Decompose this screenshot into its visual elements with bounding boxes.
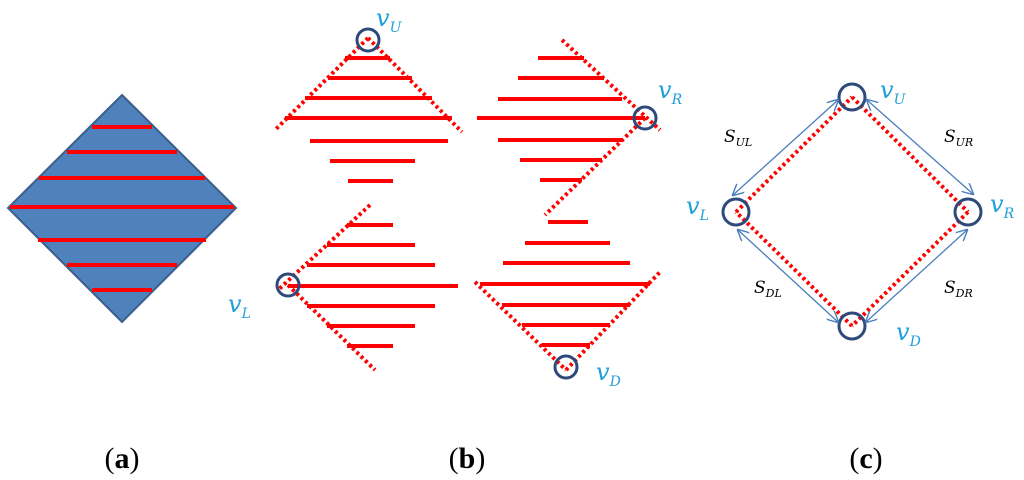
dotted-edge (850, 210, 970, 328)
double-arrow-dl (738, 230, 838, 322)
vertex-circle-left (275, 272, 301, 298)
side-label-ul: SUL (724, 127, 752, 149)
double-arrow-ul (733, 100, 838, 195)
dotted-edge (543, 116, 647, 217)
vertex-label-down: vD (596, 358, 621, 390)
triangle-down (473, 220, 662, 380)
double-arrow-ur (867, 100, 973, 194)
vertex-circle-right (632, 105, 658, 131)
vertex-circle-up (837, 82, 867, 112)
vertex-label-left: vL (686, 192, 709, 224)
panel-label-c: (c) (849, 442, 882, 475)
dotted-edge (734, 210, 854, 328)
triangle-up (273, 27, 464, 183)
side-label-ur: SUR (944, 127, 973, 149)
vertex-label-right: vR (658, 76, 683, 108)
panel-b-diagram: vU vR vL vD (228, 4, 683, 390)
panel-label-b: (b) (449, 442, 486, 475)
vertex-label-up: vU (880, 76, 907, 108)
triangle-right (477, 38, 662, 217)
vertex-circle-left (721, 197, 751, 227)
vertex-circle-right (953, 197, 983, 227)
vertex-circles (721, 82, 983, 341)
vertex-circle-down (553, 354, 579, 380)
dotted-edge (273, 36, 370, 132)
dotted-edge (560, 38, 662, 132)
dotted-edge (564, 270, 662, 372)
vertex-label-left: vL (228, 290, 251, 322)
triangle-left (275, 203, 458, 372)
vertex-label-up: vU (376, 4, 403, 36)
vertex-circle-up (355, 27, 381, 53)
panel-c-diagram: vU vR vL vD SUL SUR SDL SDR (686, 76, 1015, 350)
side-label-dr: SDR (944, 278, 973, 300)
panel-a-diagram (6, 93, 238, 324)
side-arrows (733, 100, 973, 322)
vertex-label-down: vD (896, 318, 921, 350)
double-arrow-dr (866, 230, 967, 322)
side-label-dl: SDL (754, 278, 782, 300)
panel-a-stripes (10, 125, 234, 292)
dotted-edge (734, 95, 854, 214)
dotted-edge (850, 95, 970, 214)
panel-label-a: (a) (105, 442, 140, 475)
vertex-circle-down (837, 311, 867, 341)
dotted-edge (276, 203, 372, 292)
vertex-label-right: vR (990, 190, 1015, 222)
